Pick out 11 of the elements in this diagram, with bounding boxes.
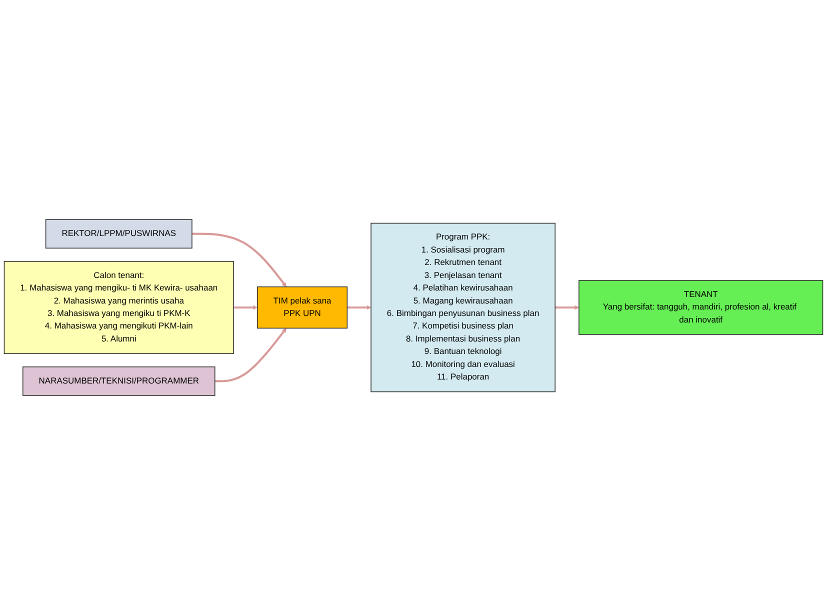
node-box: Program PPK: 1. Sosialisasi program 2. Rekrutmen tenant 3. Penjelasan tenant 4. Pelatihan kewirusahaan 5. Magang kewirausahaan 6. Bimbingan penyusunan business plan 7. Kompetisi business plan 8. Implementasi business plan 9. Bantuan teknologi 10. Monitoring dan evaluasi 11. Pelaporan [370, 222, 556, 392]
node-box: Calon tenant: 1. Mahasiswa yang mengiku- ti MK Kewira- usahaan 2. Mahasiswa yang merintis usaha 3. Mahasiswa yang mengiku ti PKM-K 4. Mahasiswa yang mengikuti PKM-lain 5. Alumni [4, 261, 234, 354]
arrow [192, 232, 287, 288]
arrow [234, 305, 258, 310]
arrow [214, 328, 287, 382]
node-box: REKTOR/LPPM/PUSWIRNAS [45, 219, 192, 249]
arrow [555, 305, 580, 310]
node-box: NARASUMBER/TEKNISI/PROGRAMMER [22, 366, 216, 396]
arrow [347, 305, 372, 310]
node-box: TENANT Yang bersifat: tangguh, mandiri, profesion al, kreatif dan inovatif [578, 280, 824, 335]
node-box: TIM pelak sana PPK UPN [257, 286, 348, 329]
